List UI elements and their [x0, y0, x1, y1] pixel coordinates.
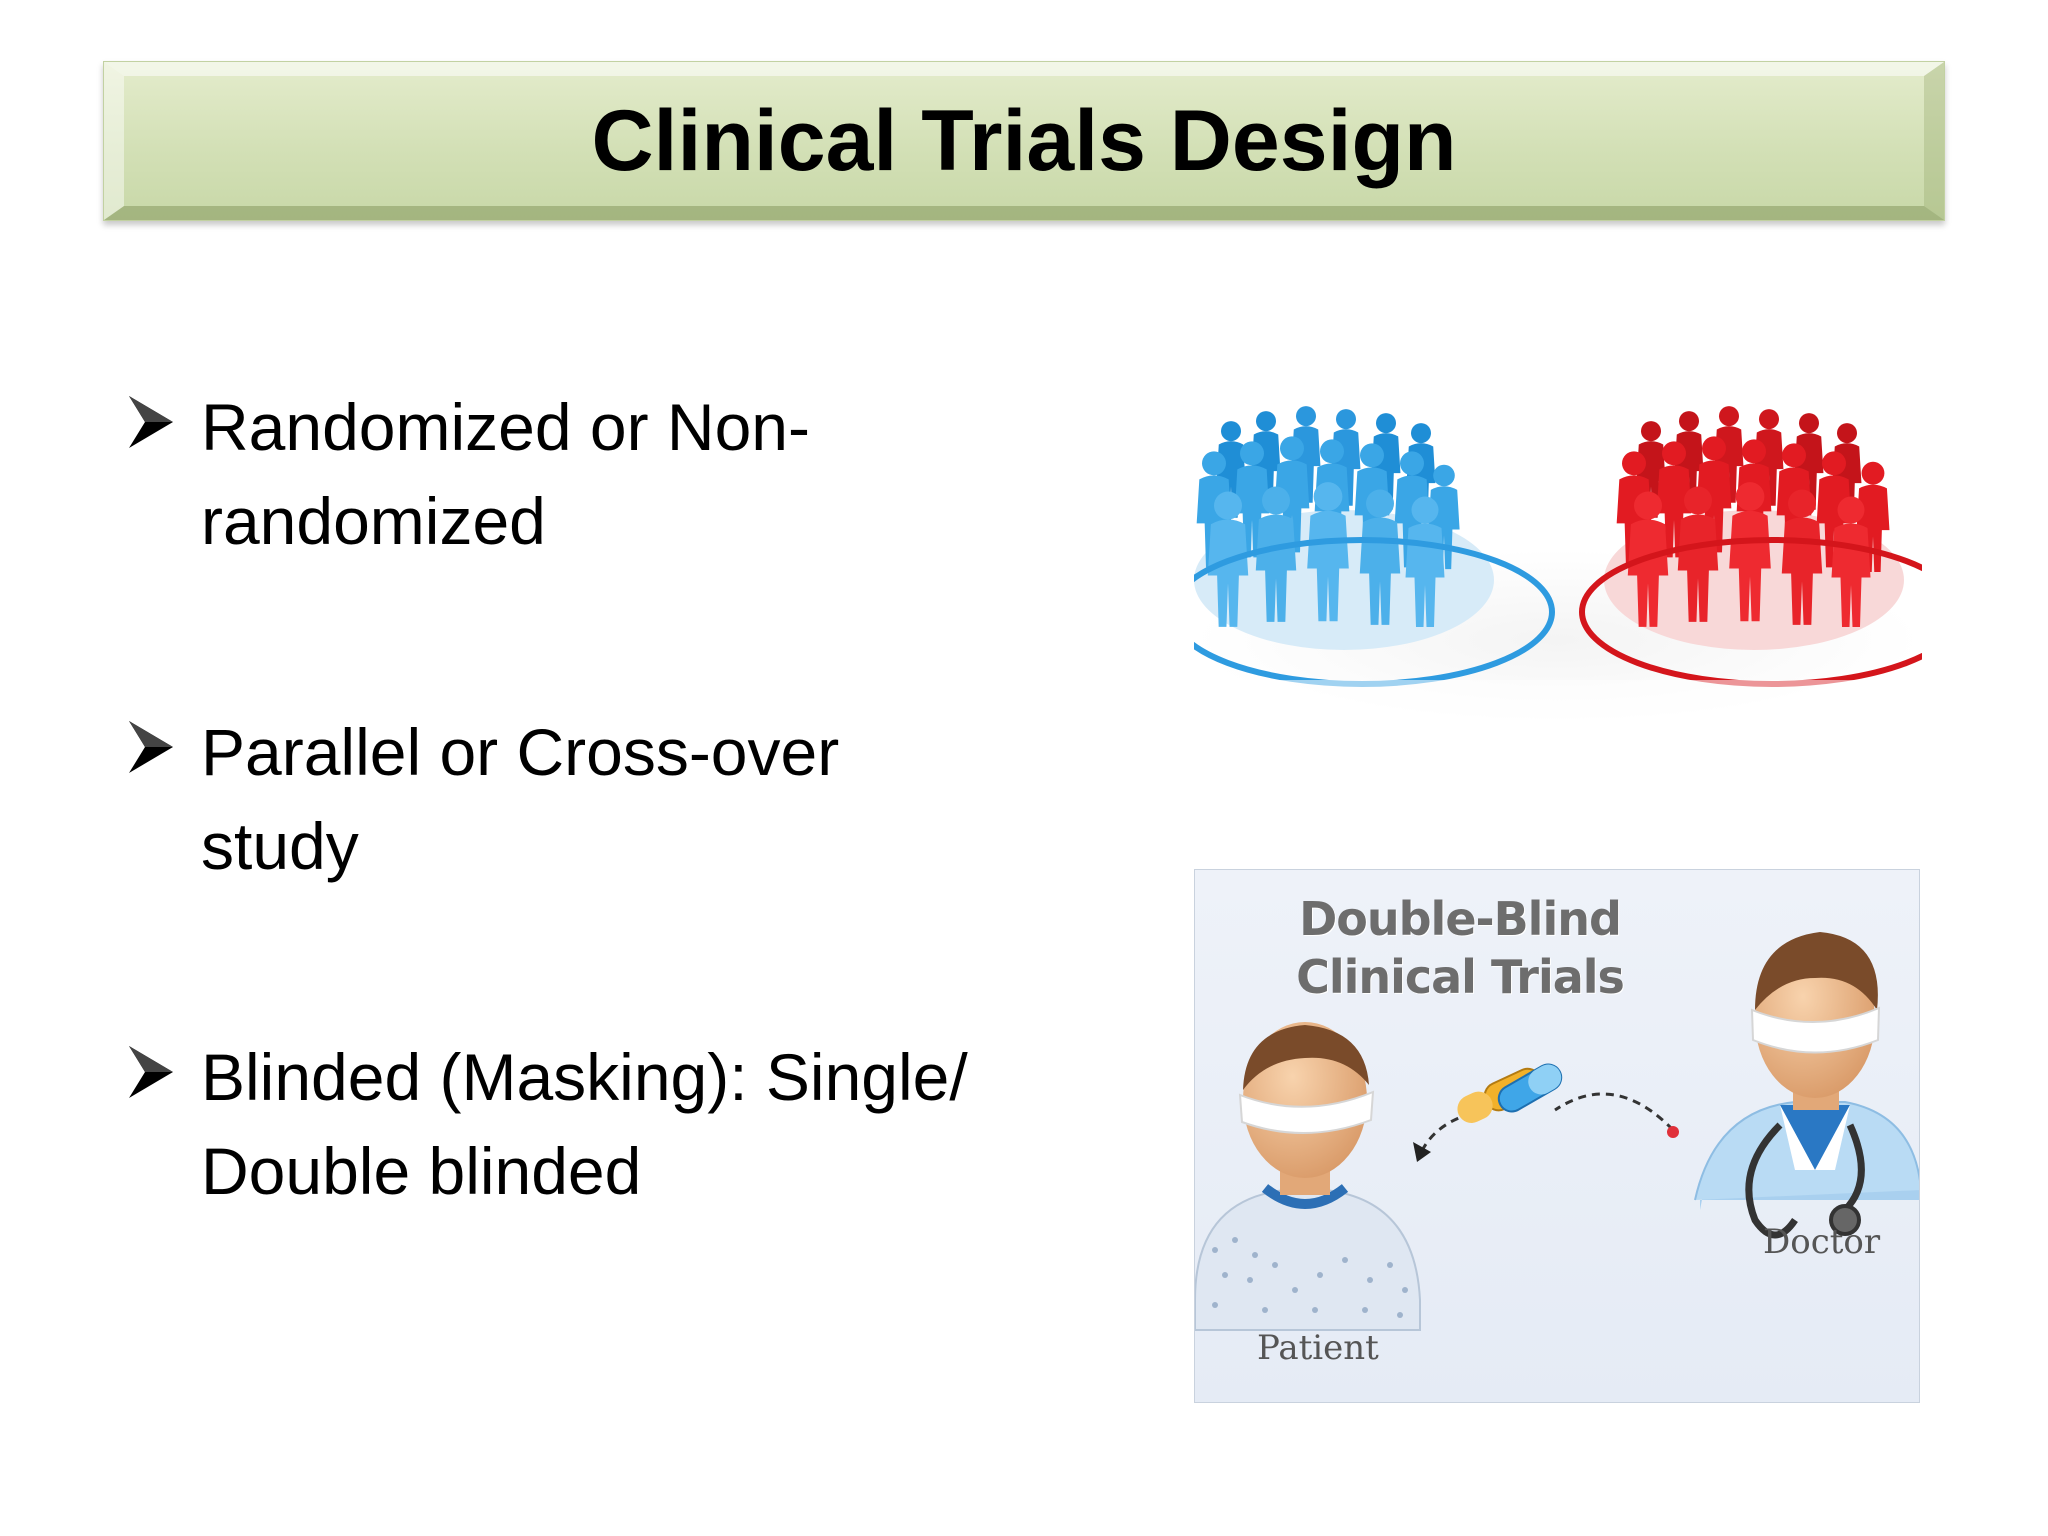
bullet-line: Parallel or Cross-over	[201, 715, 840, 789]
arrowhead-bullet-icon	[125, 1030, 201, 1218]
bullet-text: Blinded (Masking): Single/ Double blinde…	[201, 1030, 1101, 1218]
bullet-text: Randomized or Non- randomized	[201, 380, 1101, 568]
doctor-label: Doctor	[1763, 1222, 1881, 1262]
double-blind-subtitle: Clinical Trials	[1296, 950, 1625, 1004]
bullet-line: Blinded (Masking): Single/	[201, 1040, 968, 1114]
arrowhead-bullet-icon	[125, 380, 201, 568]
people-groups-image	[1169, 380, 1965, 770]
bullet-text: Parallel or Cross-over study	[201, 705, 1101, 893]
patient-figure	[1195, 1022, 1421, 1331]
slide-title: Clinical Trials Design	[591, 92, 1457, 189]
patient-label: Patient	[1257, 1328, 1379, 1368]
people-groups-icon	[1169, 380, 1965, 770]
double-blind-image: Double-Blind Clinical Trials	[1194, 869, 1920, 1403]
bullet-line: Randomized or Non-	[201, 390, 810, 464]
capsule-icon	[1413, 1063, 1679, 1162]
blindfolded-people-illustration	[1195, 932, 1919, 1331]
bullet-item: Randomized or Non- randomized	[125, 380, 1101, 568]
doctor-figure	[1694, 932, 1919, 1239]
bullet-item: Blinded (Masking): Single/ Double blinde…	[125, 1030, 1101, 1218]
title-banner: Clinical Trials Design	[103, 61, 1945, 221]
double-blind-title: Double-Blind	[1299, 892, 1622, 946]
arrowhead-bullet-icon	[125, 705, 201, 893]
bullet-line: study	[201, 809, 359, 883]
bullet-line: Double blinded	[201, 1134, 642, 1208]
bullet-item: Parallel or Cross-over study	[125, 705, 1101, 893]
bullet-line: randomized	[201, 484, 546, 558]
